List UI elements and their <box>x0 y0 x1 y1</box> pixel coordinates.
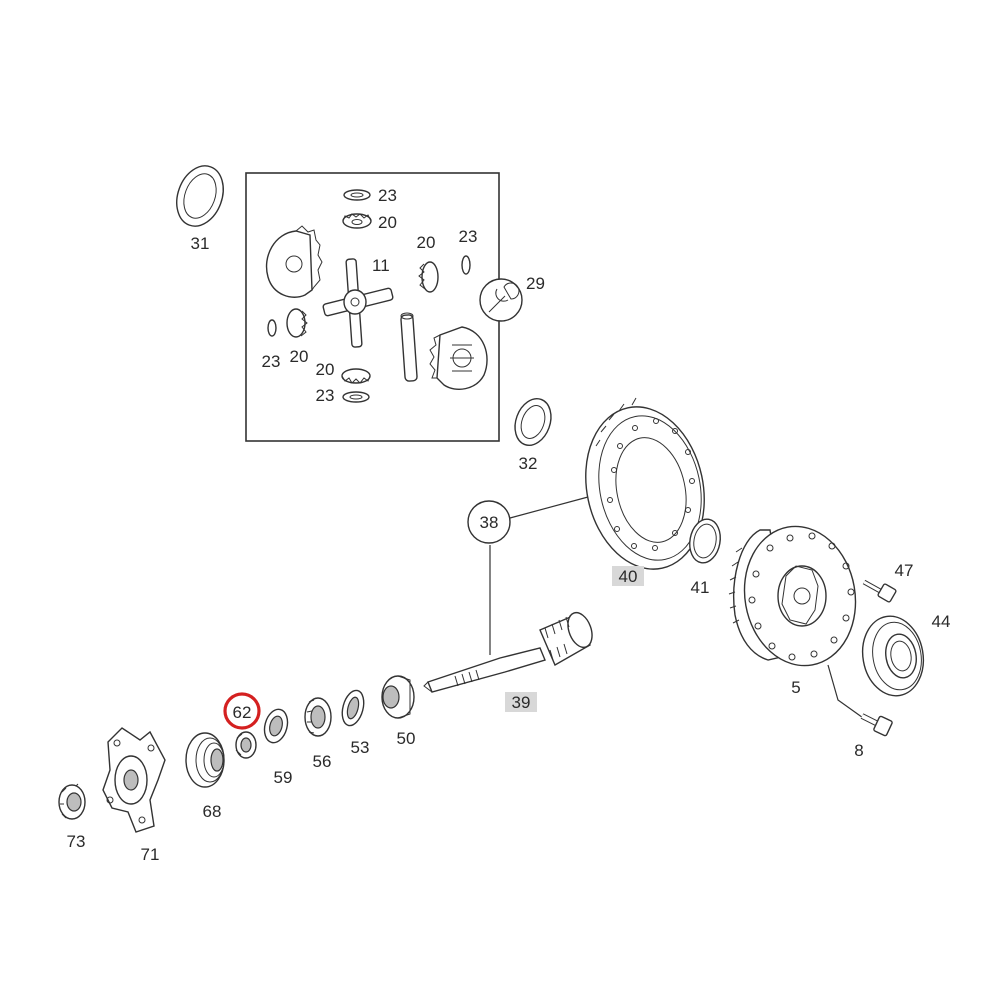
callout-31: 31 <box>191 234 210 253</box>
cross-pin[interactable] <box>400 312 418 382</box>
drive-pinion-39[interactable] <box>423 609 596 693</box>
leader-38-ring <box>509 496 589 519</box>
callout-23-left: 23 <box>262 352 281 371</box>
part-56-bearing[interactable] <box>304 697 332 737</box>
callout-38: 38 <box>480 513 499 532</box>
callout-32: 32 <box>519 454 538 473</box>
callout-50: 50 <box>397 729 416 748</box>
callout-41: 41 <box>691 578 710 597</box>
callout-20-right: 20 <box>417 233 436 252</box>
callout-20-top: 20 <box>378 213 397 232</box>
part-71-flange[interactable] <box>102 727 166 833</box>
part-68-seal[interactable] <box>185 732 225 788</box>
callout-47: 47 <box>895 561 914 580</box>
pinion-gear-20-top[interactable] <box>342 213 372 229</box>
callout-39: 39 <box>512 693 531 712</box>
callout-23-bottom: 23 <box>316 386 335 405</box>
callout-62-highlight-circle[interactable] <box>223 692 261 730</box>
leader-8 <box>827 664 867 721</box>
callout-73: 73 <box>67 832 86 851</box>
side-gear-left[interactable] <box>265 225 323 298</box>
part-8-bolt[interactable] <box>860 713 893 737</box>
part-73-nut[interactable] <box>58 783 86 820</box>
callout-23-right: 23 <box>459 227 478 246</box>
spider-cross-11[interactable] <box>322 258 394 348</box>
differential-kit-box <box>245 172 500 442</box>
part-32-washer[interactable] <box>509 394 557 451</box>
callout-68: 68 <box>203 802 222 821</box>
callout-56: 56 <box>313 752 332 771</box>
washer-23-right[interactable] <box>461 255 471 275</box>
callout-71: 71 <box>141 845 160 864</box>
part-31-washer[interactable] <box>169 159 232 232</box>
pinion-gear-20-bottom[interactable] <box>341 368 371 384</box>
pinion-gear-20-left[interactable] <box>286 308 308 338</box>
pinion-gear-20-right[interactable] <box>418 261 439 293</box>
washer-23-left[interactable] <box>267 319 277 337</box>
callout-20-left: 20 <box>290 347 309 366</box>
callout-8: 8 <box>854 741 863 760</box>
callout-62: 62 <box>233 703 252 722</box>
callout-29: 29 <box>526 274 545 293</box>
callout-11: 11 <box>372 256 390 275</box>
callout-59: 59 <box>274 768 293 787</box>
ring-gear-40[interactable] <box>571 396 719 581</box>
part-47-bolt[interactable] <box>862 579 897 603</box>
part-44-bearing[interactable] <box>857 611 930 700</box>
callout-39-background <box>505 692 537 712</box>
callout-53: 53 <box>351 738 370 757</box>
part-50-bearing[interactable] <box>381 675 415 719</box>
wrench-icon[interactable] <box>479 278 523 322</box>
differential-housing-5[interactable] <box>728 518 866 675</box>
part-41-seal-ring[interactable] <box>686 517 723 566</box>
part-62-nut[interactable] <box>235 731 257 759</box>
callout-5: 5 <box>791 678 800 697</box>
callout-40: 40 <box>619 567 638 586</box>
callout-44: 44 <box>932 612 951 631</box>
callout-20-bottom: 20 <box>316 360 335 379</box>
part-53-ring[interactable] <box>339 688 368 728</box>
washer-23-top[interactable] <box>343 189 371 201</box>
part-59-washer[interactable] <box>261 707 291 746</box>
side-gear-right[interactable] <box>429 326 488 391</box>
callout-40-background <box>612 566 644 586</box>
callout-23-top: 23 <box>378 186 397 205</box>
washer-23-bottom[interactable] <box>342 391 370 403</box>
callout-38-circle[interactable] <box>467 500 511 544</box>
